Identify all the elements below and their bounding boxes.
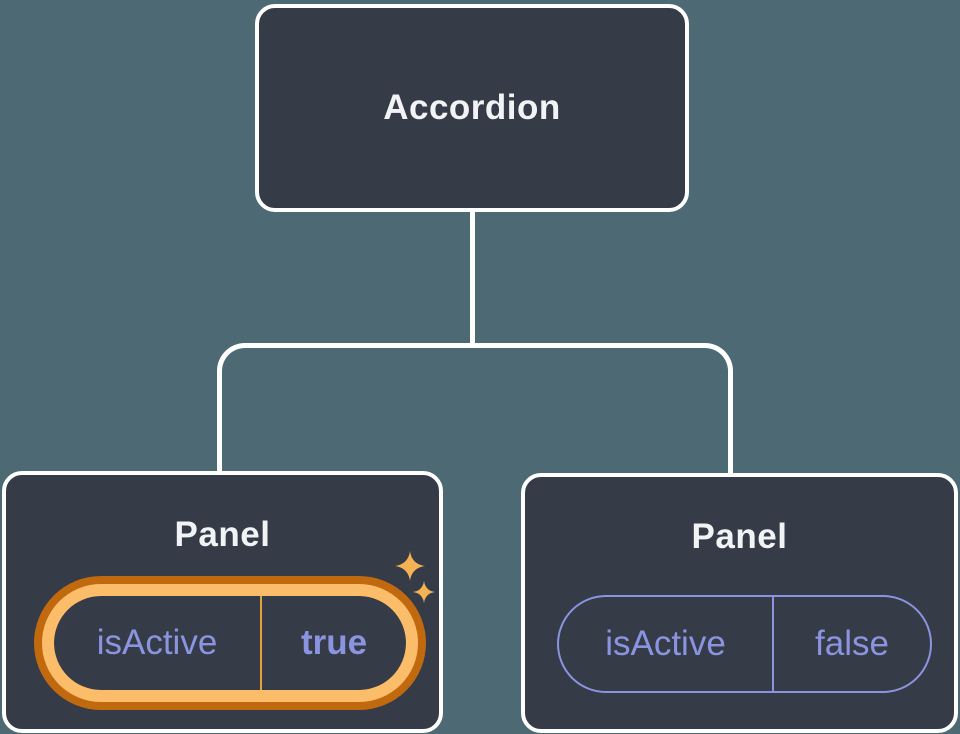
- node-accordion: Accordion: [255, 4, 689, 212]
- node-accordion-label: Accordion: [383, 88, 561, 127]
- prop-value-label: true: [300, 623, 368, 662]
- prop-value-label: false: [815, 624, 889, 663]
- connector-root-stem: [470, 205, 475, 347]
- sparkle-icon: [395, 551, 425, 581]
- node-panel-active-label: Panel: [174, 515, 271, 554]
- prop-pill-inactive: isActive false: [557, 595, 932, 693]
- pill-divider: [772, 597, 774, 691]
- prop-name-label: isActive: [96, 623, 218, 662]
- node-panel-inactive: Panel isActive false: [521, 473, 958, 733]
- node-panel-active: Panel isActive true: [2, 471, 443, 733]
- prop-name-label: isActive: [605, 624, 726, 663]
- prop-pill-active: isActive true: [54, 596, 406, 690]
- node-panel-inactive-label: Panel: [691, 517, 788, 556]
- sparkle-icon: [413, 581, 435, 603]
- connector-branch-bracket: [217, 343, 733, 477]
- pill-divider: [260, 596, 262, 690]
